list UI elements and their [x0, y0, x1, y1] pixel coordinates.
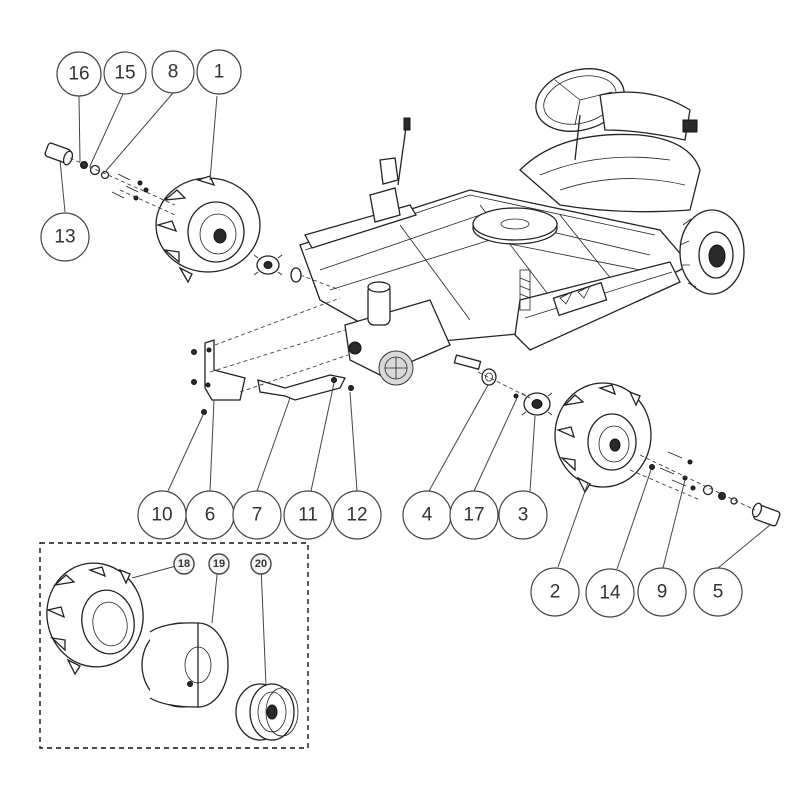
left-axis-lines [69, 157, 341, 291]
callout-1-label: 1 [214, 62, 225, 83]
callout-6: 6 [185, 490, 235, 540]
callout-20: 20 [250, 553, 272, 575]
callout-6-label: 6 [205, 505, 216, 526]
callout-11-label: 11 [298, 505, 318, 526]
callout-9: 9 [637, 567, 687, 617]
callout-4: 4 [402, 490, 452, 540]
callout-12-label: 12 [346, 505, 367, 526]
callout-10: 10 [137, 490, 187, 540]
callout-11: 11 [283, 490, 333, 540]
callout-13-label: 13 [54, 227, 75, 248]
callout-10-label: 10 [151, 505, 172, 526]
callout-19: 19 [208, 553, 230, 575]
left-wheel-assembly [44, 142, 302, 284]
callout-20-label: 20 [255, 558, 267, 570]
callout-5-label: 5 [713, 582, 724, 603]
callout-4-label: 4 [422, 505, 433, 526]
callout-1: 1 [196, 49, 242, 95]
callout-2: 2 [530, 567, 580, 617]
right-wheel-assembly [477, 368, 781, 527]
callout-9-label: 9 [657, 582, 668, 603]
callout-17: 17 [449, 490, 499, 540]
callout-3: 3 [498, 490, 548, 540]
callout-8-label: 8 [168, 62, 179, 83]
inset-parts [45, 562, 299, 741]
callout-12: 12 [332, 490, 382, 540]
callout-14: 14 [585, 568, 635, 618]
callout-18: 18 [173, 553, 195, 575]
callout-16: 16 [56, 51, 102, 97]
callout-7: 7 [232, 490, 282, 540]
callout-16-label: 16 [68, 64, 89, 85]
callout-7-label: 7 [252, 505, 263, 526]
callout-15: 15 [103, 51, 147, 95]
mounted-rear-wheel [679, 209, 745, 295]
callout-18-label: 18 [178, 558, 190, 570]
leader-lines [59, 92, 771, 687]
callout-2-label: 2 [550, 582, 561, 603]
callout-3-label: 3 [518, 505, 529, 526]
callout-19-label: 19 [213, 558, 225, 570]
callout-14-label: 14 [599, 583, 621, 604]
callout-17-label: 17 [463, 505, 484, 526]
front-brackets [191, 297, 354, 415]
callout-8: 8 [151, 50, 195, 94]
inset-box [39, 542, 309, 749]
callout-15-label: 15 [114, 63, 135, 84]
callout-13: 13 [40, 212, 90, 262]
callout-5: 5 [693, 567, 743, 617]
mower-chassis [299, 68, 701, 386]
